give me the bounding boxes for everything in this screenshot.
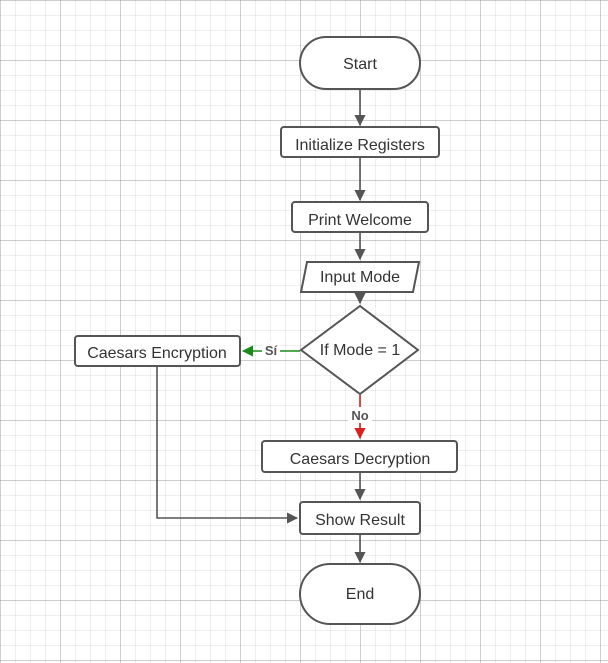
edge-label-no: No [351, 408, 368, 423]
node-start[interactable]: Start [299, 36, 421, 90]
process-shape [299, 501, 421, 535]
decision-shape [299, 304, 420, 396]
terminator-shape [299, 563, 421, 625]
node-label: Start [343, 56, 377, 73]
process-shape [261, 440, 458, 473]
edges [156, 89, 366, 564]
process-shape [74, 335, 241, 367]
node-label: End [346, 586, 374, 603]
yes-label-bg [262, 342, 280, 358]
node-end[interactable]: End [299, 563, 421, 625]
node-input-mode[interactable]: Input Mode [299, 261, 421, 293]
edge-label-yes: Sí [265, 343, 278, 358]
terminator-shape [299, 36, 421, 90]
process-shape [280, 126, 440, 158]
process-shape [291, 201, 429, 233]
node-print-welcome[interactable]: Print Welcome [291, 201, 429, 233]
node-decision-mode[interactable]: If Mode = 1 [299, 304, 420, 396]
node-label: Caesars Encryption [87, 345, 227, 362]
node-label: Input Mode [320, 269, 400, 286]
node-label: Show Result [315, 512, 405, 529]
node-label: Caesars Decryption [290, 451, 431, 468]
node-caesars-decryption[interactable]: Caesars Decryption [261, 440, 458, 473]
node-show-result[interactable]: Show Result [299, 501, 421, 535]
node-initialize-registers[interactable]: Initialize Registers [280, 126, 440, 158]
node-label: Initialize Registers [295, 137, 425, 154]
node-label: Print Welcome [308, 212, 412, 229]
data-shape [299, 261, 421, 293]
node-caesars-encryption[interactable]: Caesars Encryption [74, 335, 241, 367]
edge-encrypt-result [156, 367, 299, 524]
node-label: If Mode = 1 [320, 342, 401, 359]
no-label-bg [348, 407, 372, 423]
